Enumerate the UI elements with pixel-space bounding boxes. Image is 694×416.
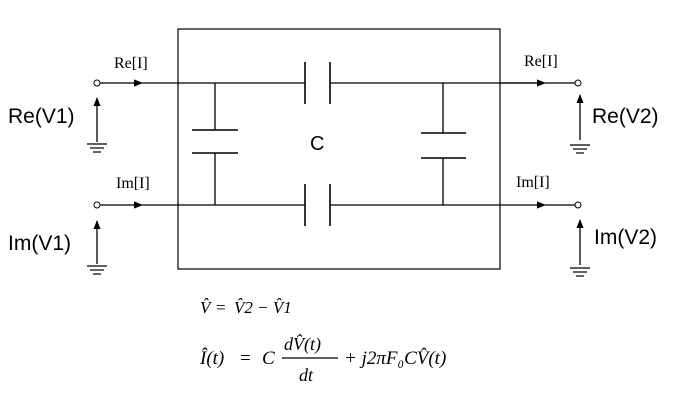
eq2-lhs: Î(t) — [199, 347, 224, 369]
capacitor-right-shunt — [421, 83, 466, 205]
terminal-re-out — [574, 79, 582, 87]
eq2-c: C — [262, 348, 275, 369]
eq2-numerator: dV̂(t) — [284, 334, 321, 355]
eq2-tail: + j2πF₀CV̂(t) — [344, 348, 446, 369]
eq2-equals: = — [240, 348, 251, 369]
current-label-re-out: Re[I] — [524, 53, 558, 70]
ground-icon — [87, 143, 107, 153]
current-label-re-in: Re[I] — [114, 55, 148, 72]
equation-voltage-difference: V̂ = V̂2 − V̂1 — [200, 298, 292, 317]
eq2-denominator: dt — [299, 365, 314, 385]
capacitor-top-series — [304, 62, 331, 104]
voltage-label-re-v2: Re(V2) — [592, 105, 659, 128]
current-label-im-out: Im[I] — [516, 174, 550, 191]
equation-current: Î(t) = C dV̂(t) dt + j2πF₀CV̂(t) — [199, 334, 446, 385]
capacitor-label: C — [310, 133, 324, 155]
voltage-label-re-v1: Re(V1) — [8, 105, 75, 128]
ground-icon — [87, 265, 107, 275]
capacitor-left-shunt — [192, 83, 238, 205]
ground-icon — [570, 267, 590, 277]
eq1-lhs: V̂ — [200, 298, 213, 317]
voltage-label-im-v1: Im(V1) — [8, 232, 71, 255]
voltage-label-im-v2: Im(V2) — [594, 226, 657, 249]
capacitor-bottom-series — [304, 184, 331, 226]
eq1-equals: = — [216, 298, 226, 317]
terminal-re-in — [93, 79, 101, 87]
ground-icon — [570, 144, 590, 154]
component-box — [177, 28, 501, 270]
current-label-im-in: Im[I] — [116, 175, 150, 192]
terminal-im-in — [93, 201, 101, 209]
terminal-im-out — [574, 201, 582, 209]
eq1-rhs: V̂2 − V̂1 — [234, 298, 292, 317]
